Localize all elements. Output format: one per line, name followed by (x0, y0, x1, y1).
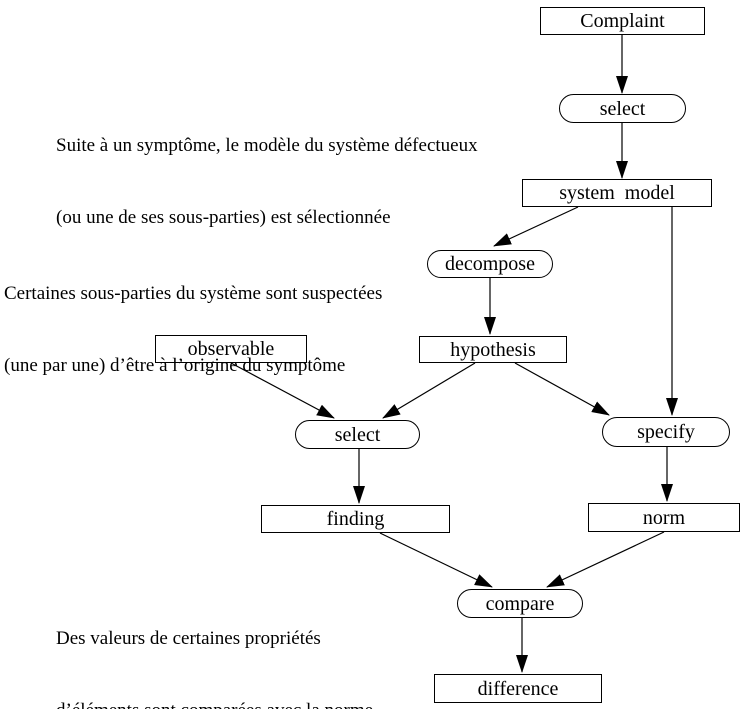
edge-norm-compare (546, 531, 665, 588)
node-select-top: select (559, 94, 686, 123)
node-decompose: decompose (427, 250, 553, 278)
node-hypothesis: hypothesis (419, 336, 567, 363)
node-system-model: system model (522, 179, 712, 207)
node-complaint: Complaint (540, 7, 705, 35)
edge-hypothesis-specify (514, 362, 610, 416)
annotation-compare-line2: d’éléments sont comparées avec la norme (56, 699, 373, 709)
node-observable: observable (155, 335, 307, 363)
node-compare: compare (457, 589, 583, 618)
node-select-mid: select (295, 420, 420, 449)
edge-systemmodel-decompose (493, 206, 579, 247)
annotation-symptom-line2: (ou une de ses sous-parties) est sélecti… (56, 207, 391, 228)
node-difference: difference (434, 674, 602, 703)
annotation-compare-line1: Des valeurs de certaines propriétés (56, 628, 321, 649)
annotation-suspect-line1: Certaines sous-parties du système sont s… (4, 283, 383, 304)
annotation-symptom: Suite à un symptôme, le modèle du systèm… (56, 86, 478, 278)
annotation-suspect: Certaines sous-parties du système sont s… (4, 234, 382, 426)
node-specify: specify (602, 417, 730, 447)
annotation-compare: Des valeurs de certaines propriétés d’él… (56, 579, 373, 709)
edge-finding-compare (379, 532, 493, 588)
edge-hypothesis-select (382, 362, 476, 419)
node-norm: norm (588, 503, 740, 532)
node-finding: finding (261, 505, 450, 533)
annotation-suspect-line2: (une par une) d’être à l’origine du symp… (4, 355, 346, 376)
annotation-symptom-line1: Suite à un symptôme, le modèle du systèm… (56, 135, 478, 156)
